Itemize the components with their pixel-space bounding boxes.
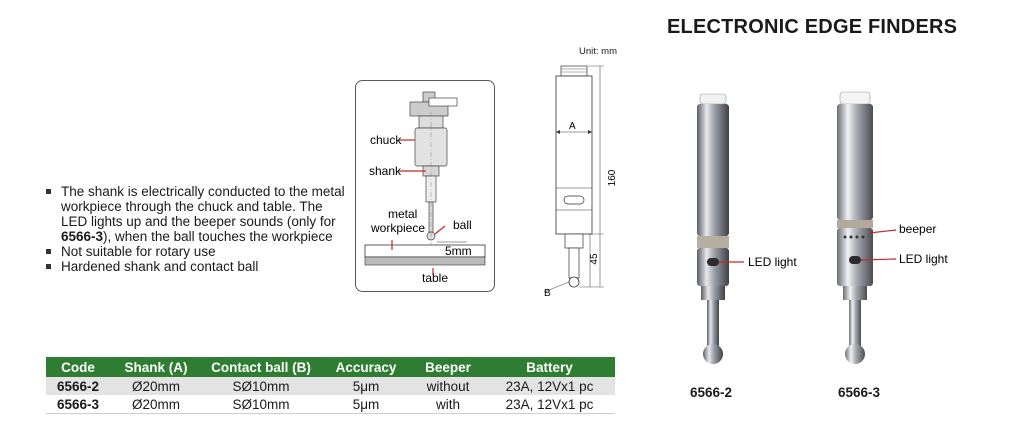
col-header-accuracy: Accuracy	[320, 357, 412, 377]
dim-label-length: 160	[607, 169, 618, 186]
label-ball: ball	[453, 218, 472, 232]
bullet-icon	[46, 249, 51, 254]
label-shank: shank	[369, 164, 402, 178]
unit-label: Unit: mm	[579, 46, 617, 57]
callout-led-light: LED light	[748, 255, 797, 269]
product-image-6566-3: beeper LED light	[837, 91, 948, 364]
label-workpiece: workpiece	[370, 221, 425, 235]
callout-led-light: LED light	[899, 252, 948, 266]
cell-beeper: without	[412, 377, 484, 395]
callout-beeper: beeper	[899, 222, 936, 236]
setup-diagram: chuck shank metal workpiece ball 5mm tab…	[355, 80, 495, 292]
bullet-icon	[46, 189, 51, 194]
table-header-row: Code Shank (A) Contact ball (B) Accuracy…	[46, 357, 615, 377]
cell-accuracy: 5μm	[320, 395, 412, 414]
product-caption-6566-2: 6566-2	[690, 385, 733, 400]
cell-code: 6566-3	[46, 395, 110, 414]
feature-item: Not suitable for rotary use	[46, 244, 346, 259]
cell-shank: Ø20mm	[110, 395, 202, 414]
dimension-drawing: A B 160 45	[543, 65, 618, 299]
feature-item: Hardened shank and contact ball	[46, 259, 346, 274]
cell-battery: 23A, 12Vx1 pc	[484, 377, 615, 395]
col-header-beeper: Beeper	[412, 357, 484, 377]
spec-table: Code Shank (A) Contact ball (B) Accuracy…	[46, 357, 615, 414]
col-header-shank: Shank (A)	[110, 357, 202, 377]
label-gap: 5mm	[445, 244, 472, 258]
feature-item: The shank is electrically conducted to t…	[46, 184, 346, 244]
cell-beeper: with	[412, 395, 484, 414]
cell-battery: 23A, 12Vx1 pc	[484, 395, 615, 414]
dim-label-tip: 45	[589, 253, 600, 265]
page-title: ELECTRONIC EDGE FINDERS	[667, 16, 958, 38]
dim-label-a: A	[569, 121, 576, 132]
product-caption-6566-3: 6566-3	[838, 385, 881, 400]
cell-accuracy: 5μm	[320, 377, 412, 395]
feature-list: The shank is electrically conducted to t…	[46, 184, 346, 274]
cell-contact-ball: SØ10mm	[202, 395, 320, 414]
table-row: 6566-2 Ø20mm SØ10mm 5μm without 23A, 12V…	[46, 377, 615, 395]
col-header-battery: Battery	[484, 357, 615, 377]
bullet-icon	[46, 264, 51, 269]
label-metal: metal	[388, 207, 417, 221]
cell-shank: Ø20mm	[110, 377, 202, 395]
label-chuck: chuck	[370, 133, 402, 147]
table-row: 6566-3 Ø20mm SØ10mm 5μm with 23A, 12Vx1 …	[46, 395, 615, 414]
product-image-6566-2: LED light	[697, 93, 797, 364]
cell-code: 6566-2	[46, 377, 110, 395]
col-header-contact-ball: Contact ball (B)	[202, 357, 320, 377]
col-header-code: Code	[46, 357, 110, 377]
cell-contact-ball: SØ10mm	[202, 377, 320, 395]
dim-label-b: B	[544, 288, 551, 299]
label-table: table	[422, 271, 448, 285]
